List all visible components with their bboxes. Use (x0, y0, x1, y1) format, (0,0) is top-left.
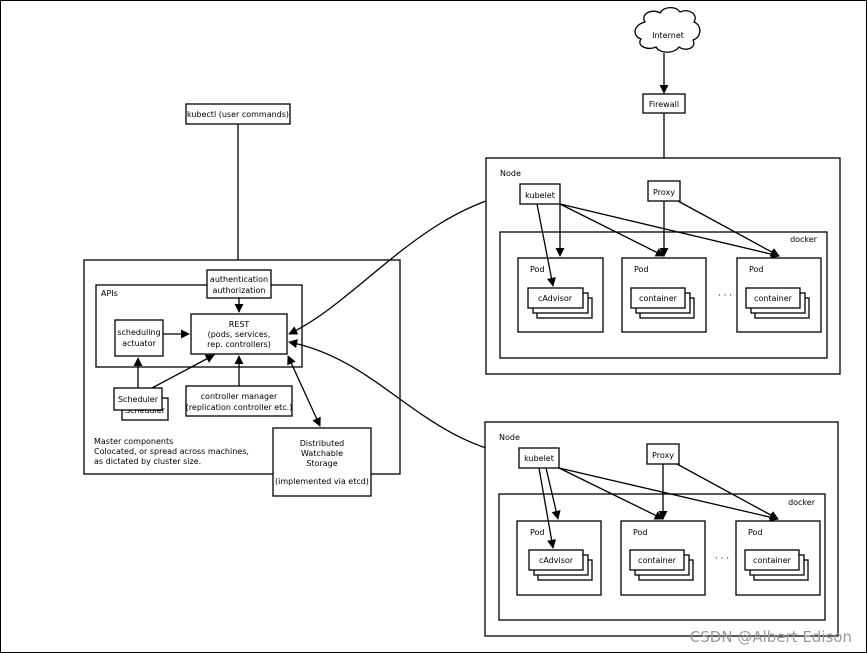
storage-label-1: Distributed (300, 439, 344, 448)
scheduling-actuator-label-1: scheduling (117, 328, 160, 337)
storage-label-4: (implemented via etcd) (275, 477, 369, 486)
node-2-label: Node (499, 433, 520, 442)
kubelet1-to-cadvisor-arrow (536, 203, 556, 287)
scheduling-actuator-label-2: actuator (122, 339, 156, 348)
proxy1-to-pod3-arrow (677, 200, 780, 257)
kubelet1-to-pod3-arrow (559, 203, 780, 259)
proxy-2-label: Proxy (652, 451, 674, 460)
container-2-3-label: container (753, 556, 792, 565)
scheduling-actuator-box: scheduling actuator (114, 319, 164, 357)
container-2-2 (629, 549, 685, 571)
apis-label: APIs (101, 289, 118, 298)
auth-label-2: authorization (212, 286, 265, 295)
master-caption-2: Colocated, or spread across machines, (94, 447, 249, 456)
scheduler-stack: Scheduler Scheduler (113, 387, 169, 421)
firewall-label: Firewall (649, 100, 679, 109)
controller-manager-box: controller manager (replication controll… (185, 385, 293, 417)
rest-label-2: (pods, services, (208, 330, 271, 339)
storage-label-2: Watchable (301, 449, 343, 458)
docker-2-label: docker (788, 498, 816, 507)
kubelet1-to-pod2-arrow (559, 203, 665, 257)
pod-1-3-label: Pod (749, 265, 764, 274)
internet-cloud: Internet (634, 6, 701, 53)
pod-2-2-label: Pod (633, 528, 648, 537)
auth-label-1: authentication (210, 275, 268, 284)
watermark: CSDN @Albert Edison (690, 628, 852, 646)
container-1-2 (630, 287, 686, 309)
container-1-2-label: container (639, 294, 678, 303)
kubelet2-to-cadvisor-arrow (538, 467, 557, 549)
container-2-2-label: container (638, 556, 677, 565)
storage-label-3: Storage (306, 459, 337, 468)
kubectl-box: kubectl (user commands) (185, 103, 291, 125)
node-2: Node docker kubelet Proxy Pod cAdvisor P… (484, 421, 839, 637)
cadvisor-1 (527, 287, 584, 309)
kubelet-1-box (519, 183, 561, 205)
kubelet2-to-pod2-arrow (558, 467, 664, 520)
cadvisor-2 (528, 549, 584, 571)
storage-box: Distributed Watchable Storage (implement… (272, 427, 372, 497)
proxy-1-label: Proxy (653, 188, 675, 197)
container-2-3 (744, 549, 800, 571)
pod-1-1-label: Pod (530, 265, 545, 274)
docker-1-label: docker (790, 235, 818, 244)
auth-box: authentication authorization (206, 269, 272, 299)
kubelet2-to-pod1-arrow (545, 467, 561, 520)
node-1: Node docker kubelet Proxy Pod cAdvisor P… (485, 157, 841, 375)
rest-label-3: rep. controllers) (207, 340, 271, 349)
node-1-label: Node (500, 169, 521, 178)
master-caption-3: as dictated by cluster size. (94, 457, 201, 466)
pod-2-1-label: Pod (530, 528, 545, 537)
kubelet-2-label: kubelet (524, 454, 554, 463)
ellipsis-1: · · · (718, 291, 732, 301)
rest-box: REST (pods, services, rep. controllers) (190, 313, 288, 355)
rest-label-1: REST (229, 320, 250, 329)
container-1-3-label: container (754, 294, 793, 303)
internet-label: Internet (652, 31, 684, 40)
container-1-3 (745, 287, 801, 309)
controller-label-2: (replication controller etc.) (186, 403, 293, 412)
firewall: Firewall (642, 93, 686, 114)
ellipsis-2: · · · (715, 554, 729, 564)
kubelet-1-label: kubelet (525, 191, 555, 200)
pod-1-2-label: Pod (634, 265, 649, 274)
cadvisor-1-label: cAdvisor (538, 294, 573, 303)
kubectl-label: kubectl (user commands) (187, 110, 289, 119)
pod-2-3-label: Pod (748, 528, 763, 537)
controller-label-1: controller manager (201, 392, 278, 401)
cadvisor-2-label: cAdvisor (539, 556, 574, 565)
scheduler-label: Scheduler (118, 395, 159, 404)
kubelet2-to-pod3-arrow (558, 467, 779, 522)
rest-node1-arrow (288, 188, 520, 335)
proxy2-to-pod3-arrow (676, 463, 779, 520)
scheduler-to-rest-arrow (151, 354, 215, 389)
master-caption-1: Master components (94, 437, 173, 446)
rest-node2-arrow (288, 339, 519, 460)
